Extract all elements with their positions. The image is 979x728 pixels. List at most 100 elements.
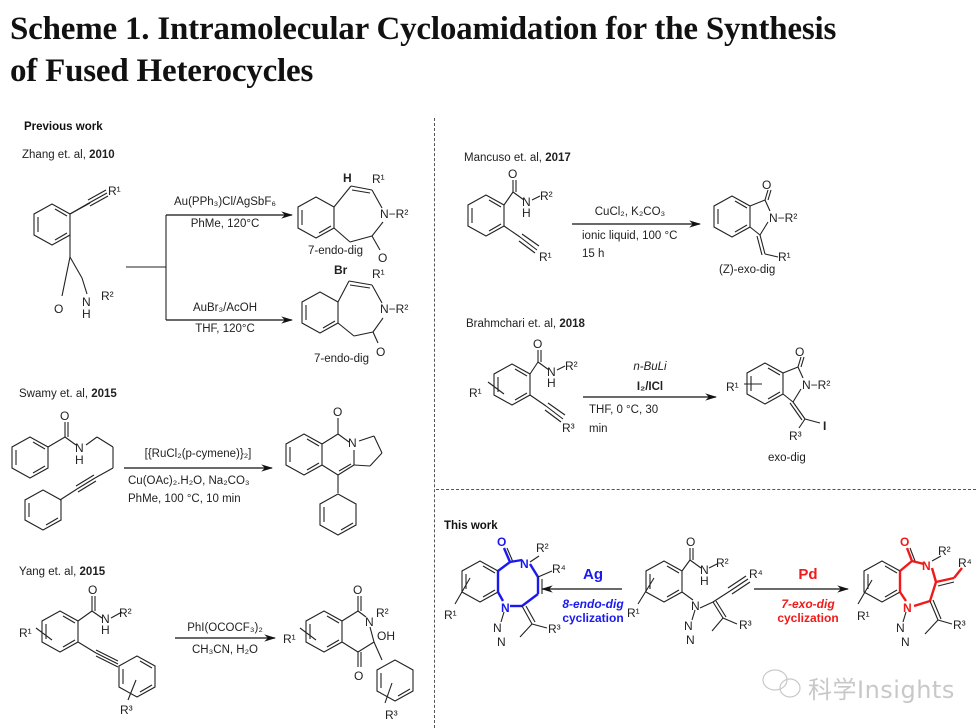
atom-n: N bbox=[520, 557, 529, 571]
atom-r3: R³ bbox=[562, 421, 575, 435]
atom-r2: R² bbox=[938, 544, 951, 558]
brahmchari-reagent-2: I₂/ICl bbox=[636, 381, 664, 393]
atom-n: N bbox=[348, 436, 357, 450]
atom-n: N bbox=[547, 365, 556, 379]
atom-n: N bbox=[75, 441, 84, 455]
atom-o: O bbox=[795, 345, 804, 359]
atom-h: H bbox=[343, 171, 352, 185]
horizontal-divider bbox=[436, 489, 976, 490]
atom-o: O bbox=[508, 167, 517, 181]
atom-r1: R¹ bbox=[19, 626, 32, 640]
atom-n: N bbox=[896, 621, 905, 635]
zhang-product-label-2: 7-endo-dig bbox=[314, 353, 369, 365]
brahmchari-product-label: exo-dig bbox=[768, 452, 806, 464]
atom-r1: R¹ bbox=[469, 386, 482, 400]
atom-n: N bbox=[101, 612, 110, 626]
zhang-product-label-1: 7-endo-dig bbox=[308, 245, 363, 257]
ag-cyclization-label: cyclization bbox=[562, 611, 624, 625]
atom-o: O bbox=[60, 409, 69, 423]
yang-product bbox=[299, 596, 414, 704]
atom-n: N bbox=[501, 601, 510, 615]
atom-r3: R³ bbox=[120, 703, 133, 717]
atom-r2: R² bbox=[565, 359, 578, 373]
yang-reagent: PhI(OCOCF₃)₂ bbox=[187, 622, 263, 634]
atom-n: N bbox=[493, 621, 502, 635]
atom-o: O bbox=[686, 535, 695, 549]
atom-o: O bbox=[900, 535, 909, 549]
atom-r4: R⁴ bbox=[958, 556, 972, 570]
atom-o: O bbox=[333, 405, 342, 419]
atom-o: O bbox=[88, 583, 97, 597]
atom-r3: R³ bbox=[953, 618, 966, 632]
vertical-divider bbox=[434, 118, 435, 728]
zhang-starting-material bbox=[33, 189, 109, 297]
atom-o: O bbox=[762, 178, 771, 192]
zhang-reagent-2: AuBr₃/AcOH bbox=[192, 302, 258, 314]
atom-n: N bbox=[82, 295, 91, 309]
zhang-reagent-1: Au(PPh₃)Cl/AgSbF₆ bbox=[174, 196, 276, 208]
atom-o: O bbox=[533, 337, 542, 351]
atom-h: H bbox=[522, 206, 531, 220]
zhang-conditions-2: THF, 120°C bbox=[195, 323, 255, 335]
pd-catalyst-label: Pd bbox=[798, 566, 818, 583]
atom-o: O bbox=[54, 302, 63, 316]
atom-br: Br bbox=[334, 263, 348, 277]
atom-r1: R¹ bbox=[444, 608, 457, 622]
swamy-starting-material bbox=[11, 422, 114, 531]
atom-n: N bbox=[901, 635, 910, 649]
atom-n: N bbox=[684, 619, 693, 633]
pd-cyclization-label: cyclization bbox=[777, 611, 839, 625]
atom-n: N bbox=[686, 633, 695, 647]
atom-n: N bbox=[691, 599, 700, 613]
yang-starting-material bbox=[35, 596, 156, 701]
mancuso-conditions-1: ionic liquid, 100 °C bbox=[582, 230, 678, 242]
atom-n: N bbox=[497, 635, 506, 649]
mancuso-product-label: (Z)-exo-dig bbox=[719, 264, 776, 276]
title-line-1: Scheme 1. Intramolecular Cycloamidation … bbox=[10, 11, 837, 47]
ag-mode-label: 8-endo-dig bbox=[562, 597, 624, 611]
atom-r1: R¹ bbox=[778, 250, 791, 264]
citation-swamy: Swamy et. al, 2015 bbox=[19, 388, 117, 400]
brahmchari-reagent-1: n-BuLi bbox=[633, 361, 667, 373]
atom-o: O bbox=[378, 251, 387, 265]
swamy-conditions-1: Cu(OAc)₂.H₂O, Na₂CO₃ bbox=[128, 475, 250, 487]
pd-product bbox=[857, 547, 963, 635]
atom-r1: R¹ bbox=[372, 267, 385, 281]
atom-nr2: N−R² bbox=[380, 302, 408, 316]
atom-oh: OH bbox=[377, 629, 395, 643]
atom-r2: R² bbox=[101, 289, 114, 303]
atom-o: O bbox=[353, 583, 362, 597]
atom-nr2: N−R² bbox=[802, 378, 830, 392]
atom-nr2: N−R² bbox=[769, 211, 797, 225]
atom-h: H bbox=[101, 623, 110, 637]
atom-h: H bbox=[75, 453, 84, 467]
atom-r4: R⁴ bbox=[749, 567, 763, 581]
atom-r2: R² bbox=[119, 606, 132, 620]
atom-r1: R¹ bbox=[372, 172, 385, 186]
citation-mancuso: Mancuso et. al, 2017 bbox=[464, 152, 571, 164]
this-work-heading: This work bbox=[444, 520, 498, 532]
pd-mode-label: 7-exo-dig bbox=[781, 597, 835, 611]
atom-r2: R² bbox=[536, 541, 549, 555]
atom-n: N bbox=[922, 559, 931, 573]
brahmchari-conditions-2: min bbox=[589, 423, 608, 435]
wechat-icon bbox=[762, 669, 801, 698]
atom-o: O bbox=[376, 345, 385, 359]
mancuso-product bbox=[713, 189, 779, 258]
atom-r1: R¹ bbox=[283, 632, 296, 646]
swamy-reagent: [{RuCl₂(p-cymene)}₂] bbox=[144, 448, 252, 460]
atom-h: H bbox=[700, 574, 709, 588]
zhang-conditions-1: PhMe, 120°C bbox=[190, 218, 260, 230]
atom-r3: R³ bbox=[548, 622, 561, 636]
atom-r4: R⁴ bbox=[552, 562, 566, 576]
atom-r2: R² bbox=[716, 556, 729, 570]
atom-n: N bbox=[903, 601, 912, 615]
atom-h: H bbox=[547, 376, 556, 390]
atom-r2: R² bbox=[376, 606, 389, 620]
brahmchari-product bbox=[744, 356, 821, 429]
atom-nr2: N−R² bbox=[380, 207, 408, 221]
atom-r1: R¹ bbox=[726, 380, 739, 394]
mancuso-conditions-2: 15 h bbox=[582, 248, 605, 260]
atom-r3: R³ bbox=[739, 618, 752, 632]
